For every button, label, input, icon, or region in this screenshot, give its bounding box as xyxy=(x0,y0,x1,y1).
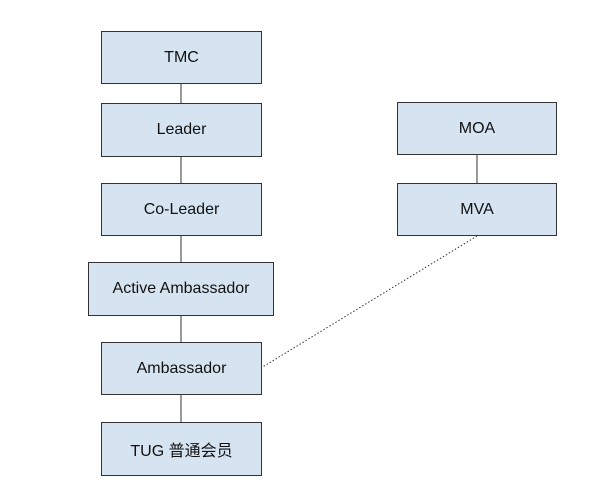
node-tug-member[interactable]: TUG 普通会员 xyxy=(101,422,262,476)
node-tmc[interactable]: TMC xyxy=(101,31,262,84)
node-active-ambassador[interactable]: Active Ambassador xyxy=(88,262,274,316)
node-mva[interactable]: MVA xyxy=(397,183,557,236)
node-leader[interactable]: Leader xyxy=(101,103,262,157)
edge-mva-ambassador-dotted xyxy=(260,235,478,369)
node-co-leader[interactable]: Co-Leader xyxy=(101,183,262,236)
node-ambassador[interactable]: Ambassador xyxy=(101,342,262,395)
node-moa[interactable]: MOA xyxy=(397,102,557,155)
